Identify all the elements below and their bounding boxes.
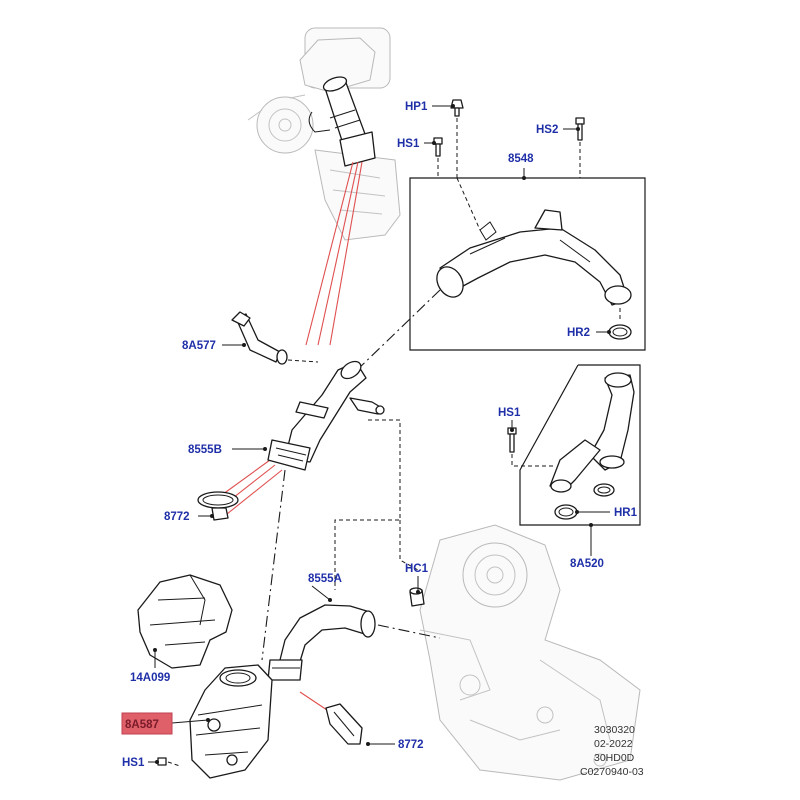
coolant-pipe-8a520	[549, 372, 635, 493]
fastener-hp1	[450, 99, 464, 178]
clamp-8772-bottom	[325, 703, 363, 745]
label-8772-top: 8772	[164, 511, 190, 523]
route-8555b-hc1	[334, 419, 401, 590]
assembly-box-8a520	[519, 364, 641, 526]
engine-ghost-top	[247, 27, 401, 241]
coolant-pipe-8548	[436, 177, 632, 306]
axis-8548-8555b	[354, 289, 441, 373]
label-8772-bottom: 8772	[398, 739, 424, 751]
label-8a577: 8A577	[182, 340, 216, 352]
label-hs1-bottom: HS1	[122, 757, 145, 769]
o-ring-hr2	[608, 308, 632, 340]
heat-shield-14a099	[137, 574, 233, 669]
fastener-hs2	[575, 117, 585, 178]
cap-hc1	[409, 587, 425, 607]
fastener-hs1-bottom	[157, 757, 181, 767]
label-8548: 8548	[508, 153, 534, 165]
hose-8555a	[267, 604, 441, 681]
info-line-2: 02-2022	[594, 738, 633, 750]
turbo-inlet-pipe	[308, 76, 376, 167]
info-line-1: 3030320	[594, 724, 635, 736]
label-hp1: HP1	[405, 101, 428, 113]
alignment-lines	[207, 161, 363, 713]
fastener-hs1-mid	[507, 427, 555, 467]
thermostat-housing-8a587	[189, 664, 273, 779]
label-hc1: HC1	[405, 563, 429, 575]
assembly-box-8548	[409, 177, 646, 351]
leader-lines	[148, 104, 611, 764]
axis-8555b-8a587	[261, 469, 286, 661]
label-hs1-mid: HS1	[498, 407, 521, 419]
highlight-8a587	[121, 712, 173, 735]
label-8555a: 8555A	[308, 573, 342, 585]
label-hs2: HS2	[536, 124, 558, 136]
engine-ghost-bottom	[419, 524, 641, 781]
label-hs1-top: HS1	[397, 138, 420, 150]
breather-pipe-8a577	[231, 311, 319, 365]
label-hr2: HR2	[567, 327, 590, 339]
label-hr1: HR1	[614, 507, 638, 519]
hose-8555b	[267, 360, 385, 471]
label-8555b: 8555B	[188, 444, 222, 456]
info-line-4: C0270940-03	[580, 766, 644, 778]
label-8a587: 8A587	[125, 719, 159, 731]
label-8a520: 8A520	[570, 558, 604, 570]
fastener-hs1-top	[433, 137, 443, 178]
label-14a099: 14A099	[130, 672, 170, 684]
info-line-3: 30HD0D	[594, 752, 635, 764]
